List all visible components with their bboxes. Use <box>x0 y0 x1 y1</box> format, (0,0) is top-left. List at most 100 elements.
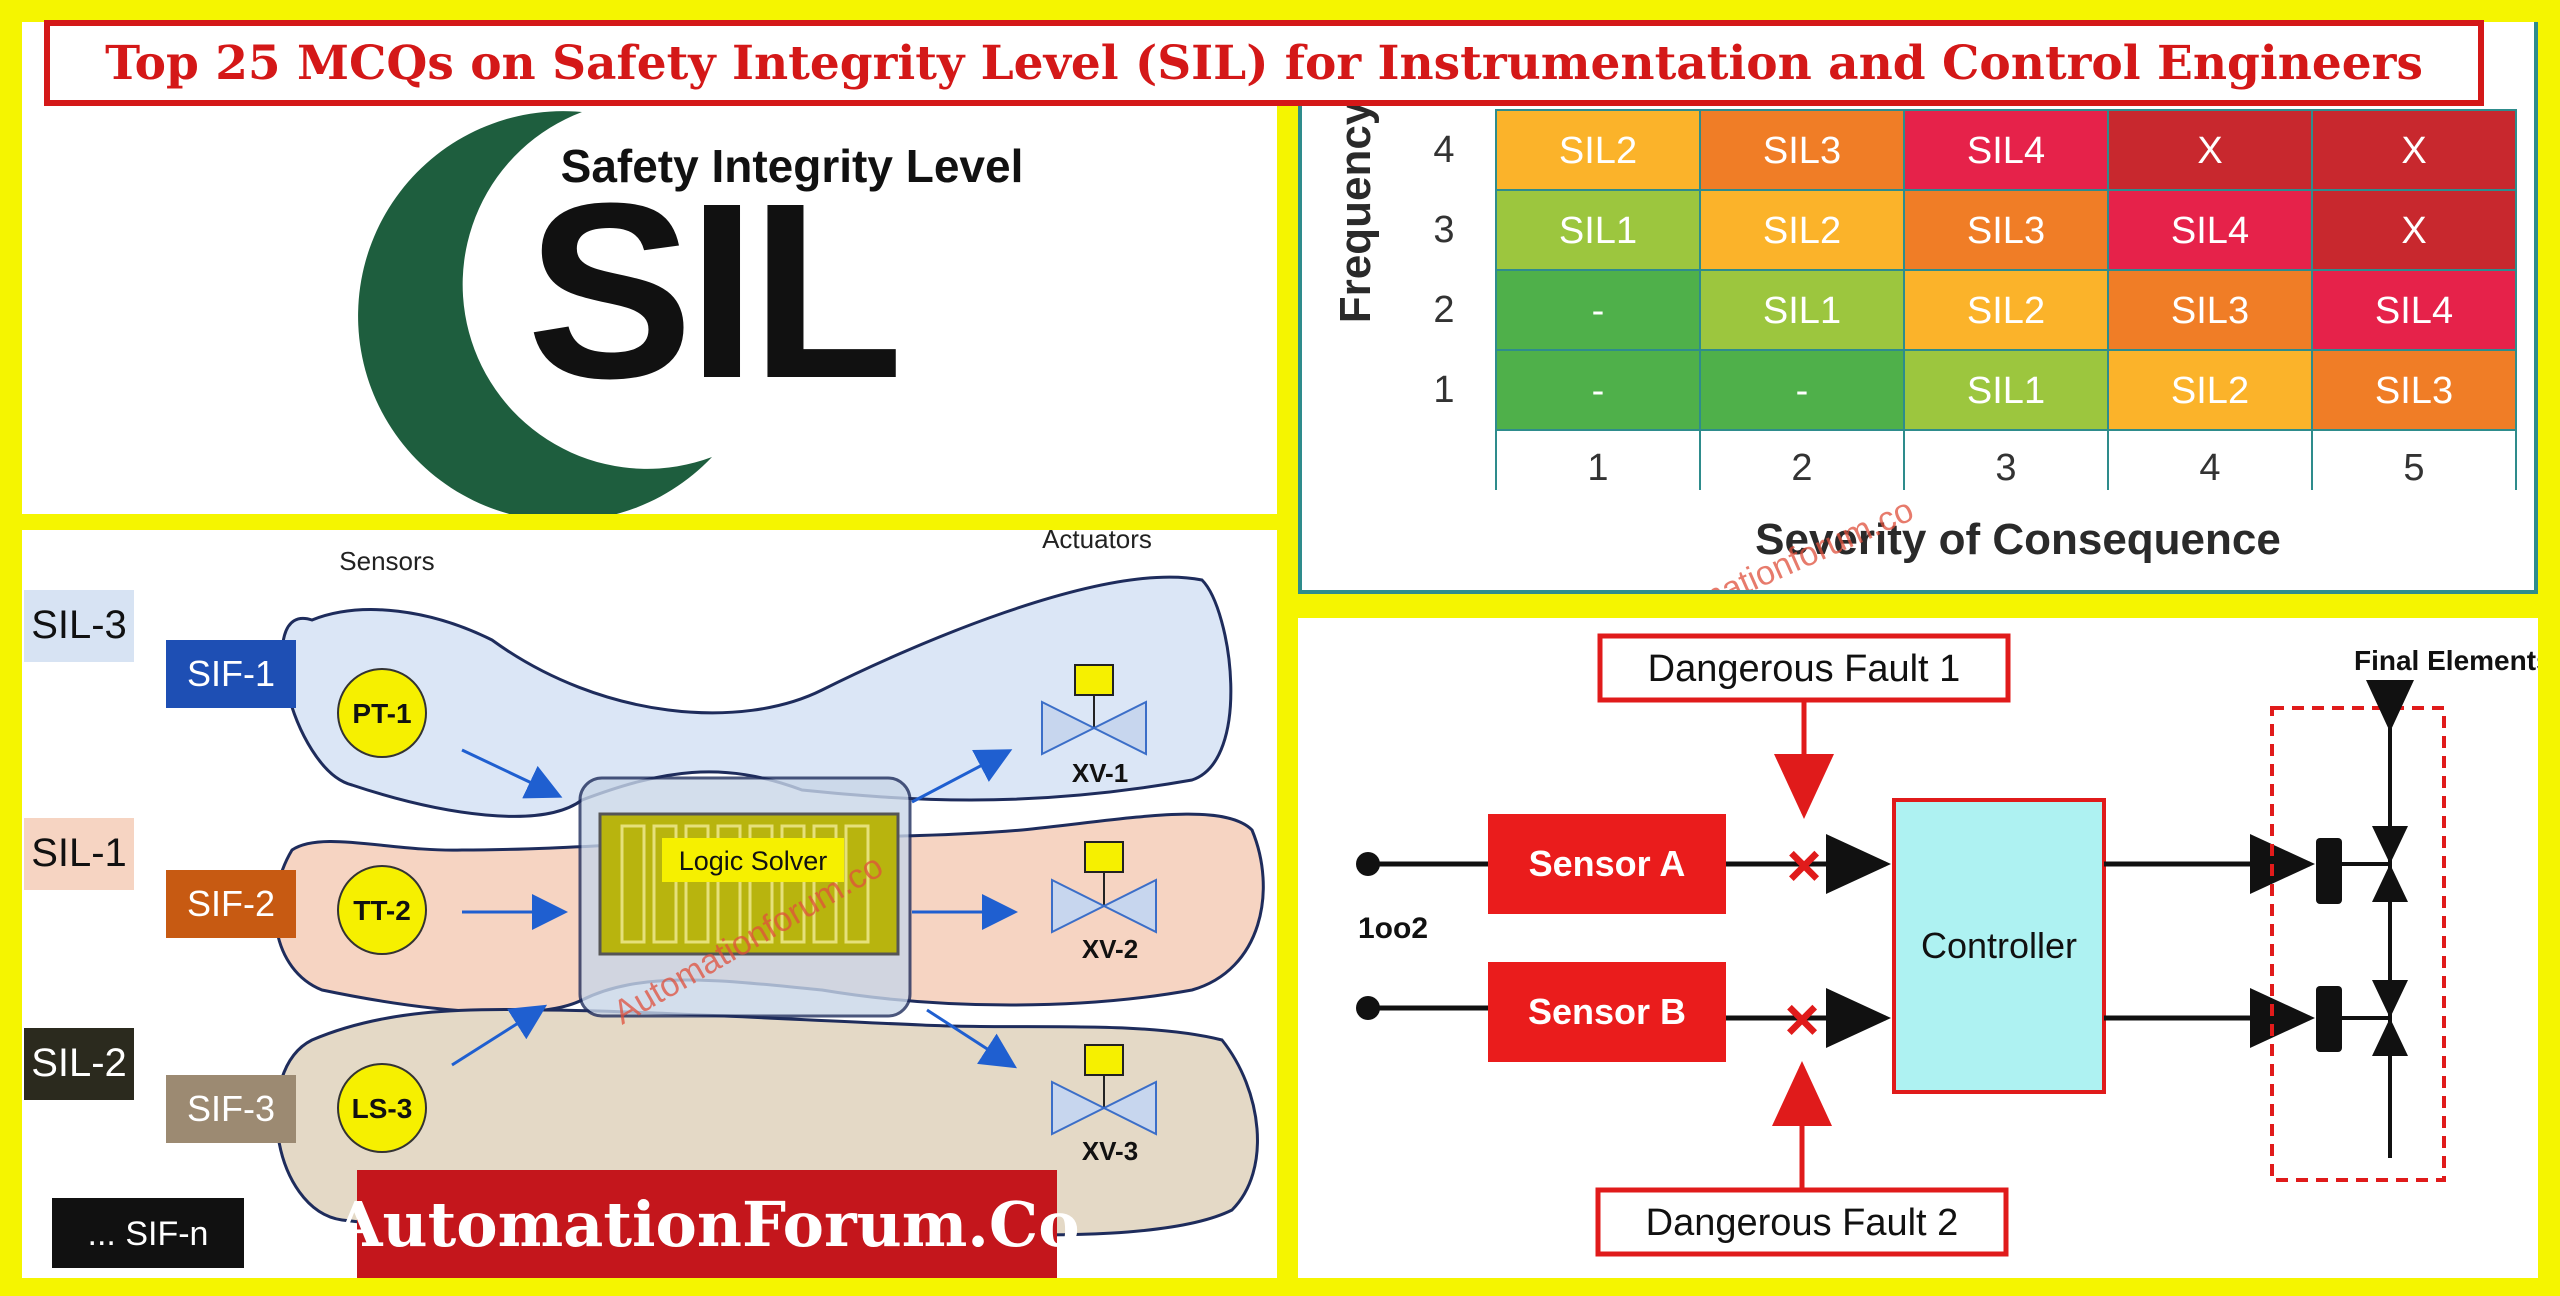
matrix-cell-label: - <box>1592 290 1605 332</box>
matrix-cell <box>2311 349 2517 431</box>
sensor-tt-2-label: TT-2 <box>353 895 411 926</box>
sil-3-tag <box>24 590 134 662</box>
matrix-cell <box>2107 269 2313 351</box>
sensor-a-box <box>1488 814 1726 914</box>
sil-1-tag <box>24 818 134 890</box>
matrix-cell <box>2107 349 2313 431</box>
fault-1-label: Dangerous Fault 1 <box>1648 648 1961 690</box>
frequency-tick-2: 2 <box>1433 289 1454 331</box>
matrix-cell-label: SIL1 <box>1763 290 1841 332</box>
sif-1-text: SIF-1 <box>187 653 275 694</box>
matrix-y-label: Frequency <box>1331 100 1380 323</box>
sif-diagram-panel: Sensors Actuators SIL-3 SIL-1 SIL-2 SIF-… <box>22 530 1277 1278</box>
matrix-cell-label: X <box>2401 130 2426 172</box>
sif-n-text: ... SIF-n <box>88 1215 209 1253</box>
risk-matrix: Frequency Severity of Consequence Automa… <box>1331 100 2517 594</box>
controller-label: Controller <box>1921 925 2077 966</box>
matrix-cell <box>1495 349 1701 431</box>
logo-subtitle: Safety Integrity Level <box>561 140 1024 192</box>
severity-tick-4: 4 <box>2199 447 2220 489</box>
valve-xv-1 <box>1041 664 1147 756</box>
arrow-solver-to-xv-3 <box>926 1008 1018 1069</box>
fault-2-x-mark: × <box>1784 986 1819 1053</box>
logic-solver-label: Logic Solver <box>679 846 828 876</box>
sif-1-tag <box>166 640 296 708</box>
sif-2-text: SIF-2 <box>187 883 275 924</box>
matrix-cell-label: SIL3 <box>2375 370 2453 412</box>
sensor-ls-3-label: LS-3 <box>352 1093 413 1124</box>
valve-xv-3-label: XV-3 <box>1082 1136 1138 1166</box>
sif-2-tag <box>166 870 296 938</box>
valve-xv-3 <box>1051 1044 1157 1136</box>
final-elements-label: Final Elements <box>2354 645 2538 676</box>
1oo2-diagram-panel: Dangerous Fault 1 Dangerous Fault 2 1oo2… <box>1298 618 2538 1278</box>
severity-tick-5: 5 <box>2403 447 2424 489</box>
matrix-cell-label: SIL4 <box>2171 210 2249 252</box>
matrix-cell-label: SIL1 <box>1967 370 2045 412</box>
sensor-b-label: Sensor B <box>1528 991 1686 1032</box>
controller-box <box>1892 798 2106 1094</box>
matrix-cell <box>1903 269 2109 351</box>
voting-label: 1oo2 <box>1358 912 1428 945</box>
sil-1-text: SIL-1 <box>31 831 127 875</box>
brand-banner-text: AutomationForum.Co <box>333 1188 1079 1261</box>
sensor-pt-1-label: PT-1 <box>352 698 411 729</box>
matrix-cell-label: SIL4 <box>1967 130 2045 172</box>
matrix-cell-label: SIL3 <box>1967 210 2045 252</box>
matrix-cell-label: X <box>2401 210 2426 252</box>
severity-tick-3: 3 <box>1995 447 2016 489</box>
matrix-cell <box>1495 189 1701 271</box>
1oo2-diagram: Dangerous Fault 1 Dangerous Fault 2 1oo2… <box>1356 633 2538 1257</box>
logo-wordmark: SIL <box>527 151 898 430</box>
sensor-tt-2 <box>337 865 427 955</box>
risk-matrix-panel: Frequency Severity of Consequence Automa… <box>1298 22 2538 594</box>
arrow-pt-1-to-solver <box>461 748 563 799</box>
valve-xv-1-label: XV-1 <box>1072 758 1128 788</box>
sil-logo: Safety Integrity Level SIL <box>358 111 1024 514</box>
severity-tick-2: 2 <box>1791 447 1812 489</box>
matrix-cell-label: SIL2 <box>2171 370 2249 412</box>
matrix-x-label: Severity of Consequence <box>1755 515 2281 564</box>
fault-1-box <box>1597 633 2011 703</box>
valve-xv-2-label: XV-2 <box>1082 934 1138 964</box>
frequency-tick-3: 3 <box>1433 209 1454 251</box>
matrix-cell-label: SIL2 <box>1559 130 1637 172</box>
matrix-cell-label: SIL4 <box>2375 290 2453 332</box>
matrix-cell-label: SIL2 <box>1763 210 1841 252</box>
final-valve-a <box>2316 826 2408 904</box>
sif-diagram: Sensors Actuators SIL-3 SIL-1 SIL-2 SIF-… <box>24 530 1265 1278</box>
arrow-ls-3-to-solver <box>451 1004 548 1067</box>
title-banner: Top 25 MCQs on Safety Integrity Level (S… <box>44 20 2484 106</box>
sif-n-tag <box>52 1198 244 1268</box>
arrow-solver-to-xv-1 <box>911 749 1013 804</box>
matrix-cell <box>1699 269 1905 351</box>
brand-banner <box>357 1170 1057 1278</box>
matrix-cell-label: X <box>2197 130 2222 172</box>
frequency-tick-4: 4 <box>1433 129 1454 171</box>
matrix-cell <box>2311 109 2517 191</box>
fault-2-label: Dangerous Fault 2 <box>1646 1202 1959 1244</box>
sensor-ls-3 <box>337 1063 427 1153</box>
sif-3-text: SIF-3 <box>187 1088 275 1129</box>
sensors-label: Sensors <box>339 546 434 576</box>
valve-xv-2 <box>1051 841 1157 934</box>
matrix-cell-label: SIL2 <box>1967 290 2045 332</box>
sensor-a-label: Sensor A <box>1529 843 1686 884</box>
matrix-cell-label: SIL3 <box>1763 130 1841 172</box>
matrix-cell <box>2311 189 2517 271</box>
sil-2-text: SIL-2 <box>31 1041 127 1085</box>
actuators-label: Actuators <box>1042 530 1152 554</box>
fault-2-box <box>1595 1187 2009 1257</box>
matrix-cell <box>1699 109 1905 191</box>
logic-solver-label-box <box>662 838 844 882</box>
final-elements-frame <box>2270 706 2446 1182</box>
matrix-cell <box>1903 109 2109 191</box>
sil-3-text: SIL-3 <box>31 603 127 647</box>
sensor-b-box <box>1488 962 1726 1062</box>
matrix-cell-label: - <box>1796 370 1809 412</box>
logic-solver-modules <box>620 824 870 944</box>
page-title: Top 25 MCQs on Safety Integrity Level (S… <box>105 35 2423 91</box>
sensor-pt-1 <box>337 668 427 758</box>
matrix-cell-label: - <box>1592 370 1605 412</box>
matrix-cell-label: SIL1 <box>1559 210 1637 252</box>
